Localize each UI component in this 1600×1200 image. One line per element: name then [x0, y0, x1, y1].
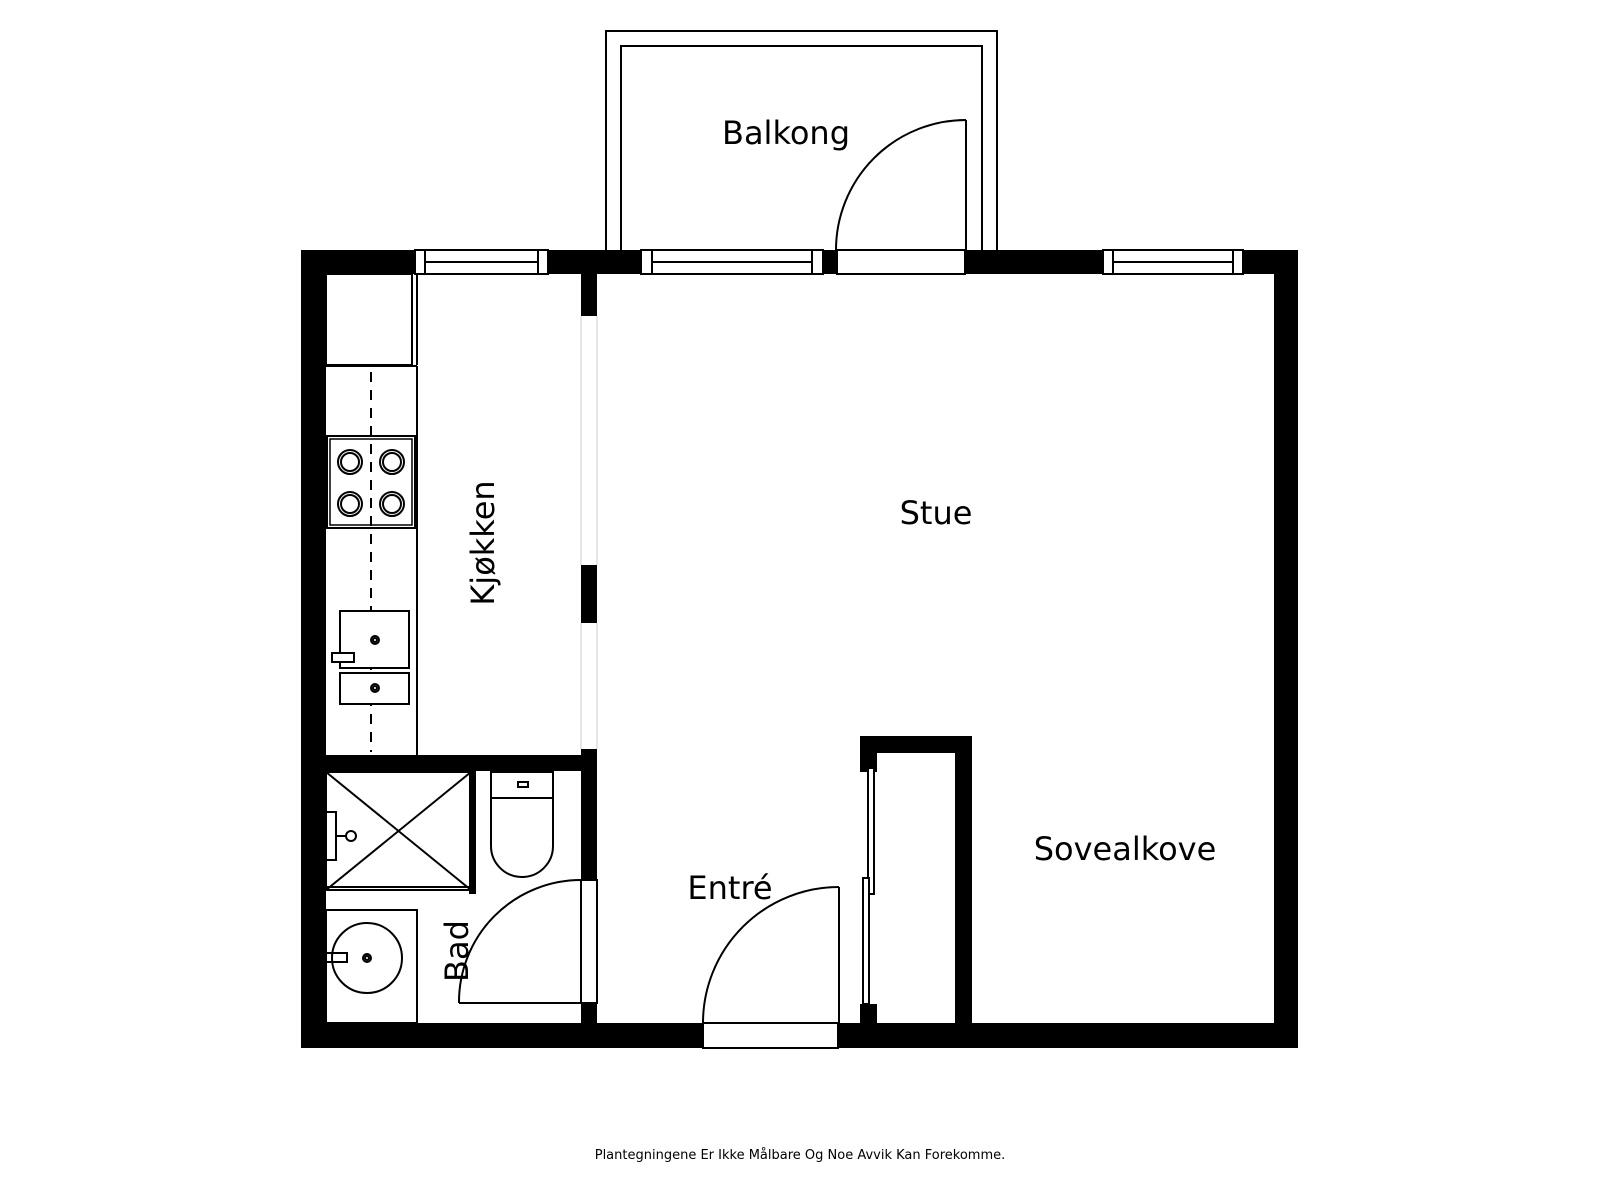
room-label-sovealkove: Sovealkove	[1034, 830, 1217, 868]
room-label-balkong: Balkong	[722, 114, 850, 152]
interior-walls	[326, 274, 972, 1023]
opening-lines	[580, 316, 598, 749]
room-label-bad: Bad	[438, 920, 476, 982]
window-living-right	[1102, 249, 1244, 275]
disclaimer-note: Plantegningene Er Ikke Målbare Og Noe Av…	[594, 1148, 1006, 1163]
window-living-left	[640, 249, 824, 275]
balcony	[605, 30, 998, 250]
window-kitchen	[414, 249, 549, 275]
washbasin	[325, 909, 418, 1024]
toilet	[490, 771, 554, 878]
bathroom-door[interactable]	[457, 879, 598, 1023]
entrance-door[interactable]	[702, 886, 840, 1049]
room-label-stue: Stue	[900, 494, 973, 532]
windows	[414, 249, 1244, 275]
shower	[325, 771, 476, 894]
balcony-door[interactable]	[835, 119, 967, 275]
room-label-entre: Entré	[687, 869, 772, 907]
closet-sliding-doors[interactable]	[862, 767, 875, 1005]
kitchen-counter	[325, 273, 418, 755]
kitchen-sink	[331, 610, 410, 705]
room-label-kjokken: Kjøkken	[464, 480, 502, 605]
stove	[326, 435, 416, 529]
exterior-walls	[301, 250, 1298, 1048]
